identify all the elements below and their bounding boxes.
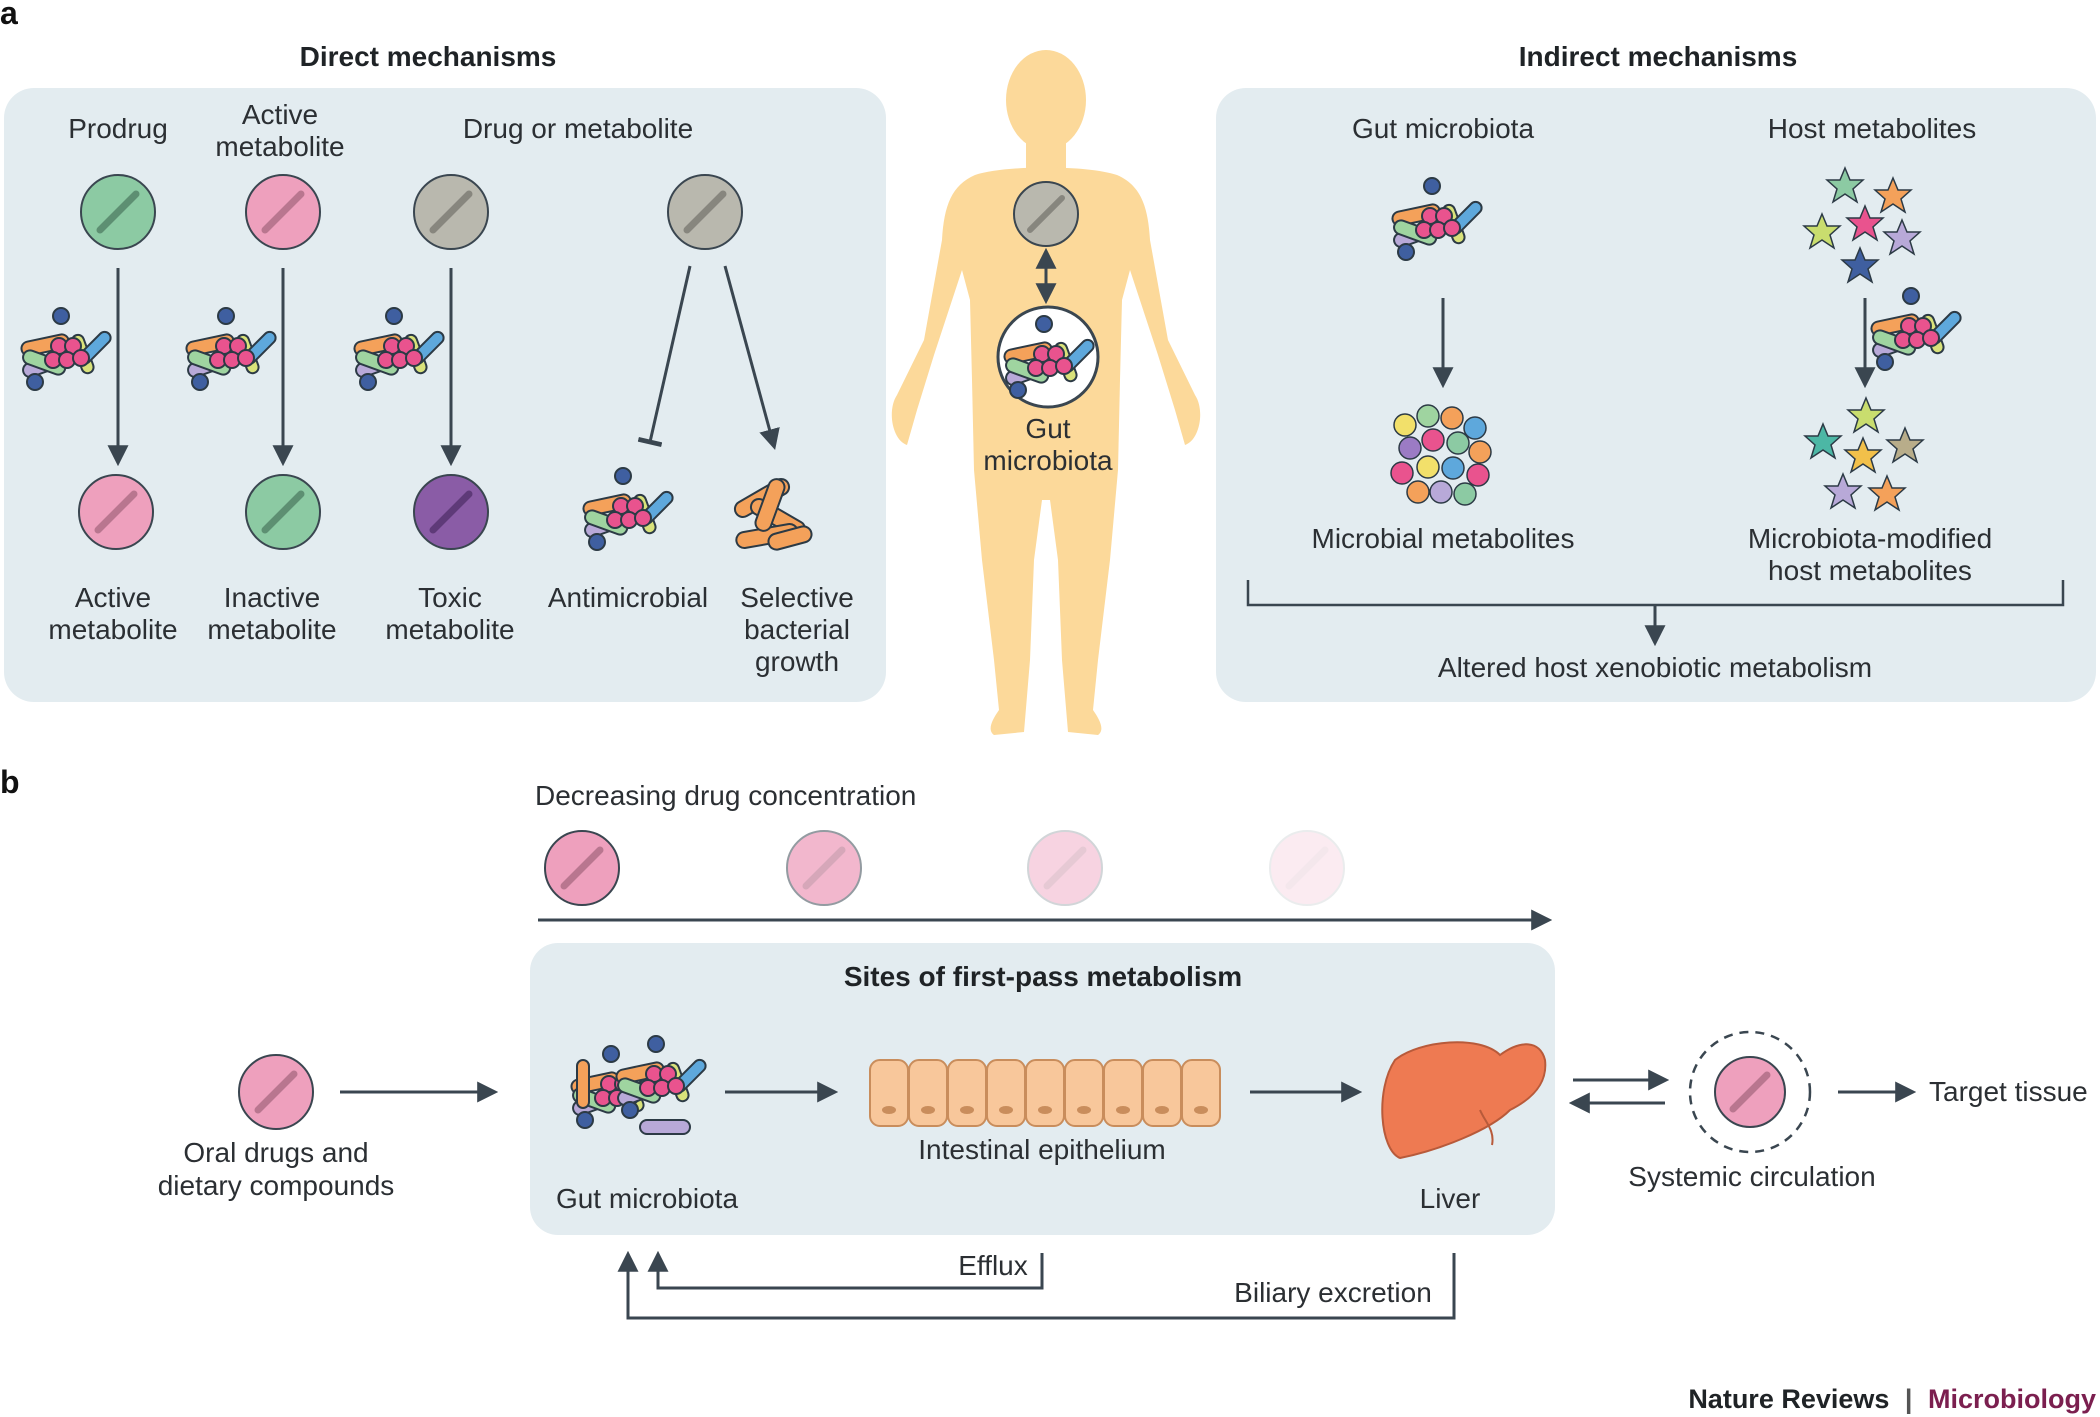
direct-mechanisms-panel bbox=[4, 88, 886, 702]
active-metabolite-bottom-line1: Active bbox=[75, 582, 151, 613]
active-metabolite-top-pill bbox=[245, 174, 321, 250]
drug-or-metabolite-label: Drug or metabolite bbox=[463, 113, 693, 144]
modified-host-line2: host metabolites bbox=[1768, 555, 1972, 586]
inactive-metabolite-pill bbox=[245, 474, 321, 550]
biliary-path bbox=[617, 1250, 1456, 1320]
active-metabolite-bottom-line2: metabolite bbox=[48, 614, 177, 645]
sites-title: Sites of first-pass metabolism bbox=[844, 961, 1242, 992]
active-metabolite-top-line1: Active bbox=[242, 99, 318, 130]
decreasing-concentration-label: Decreasing drug concentration bbox=[535, 780, 916, 811]
target-tissue-label: Target tissue bbox=[1929, 1076, 2088, 1107]
body-gut-label-line1: Gut bbox=[1025, 413, 1070, 444]
concentration-pill-4 bbox=[1269, 830, 1345, 906]
microbial-metabolites-label: Microbial metabolites bbox=[1312, 523, 1575, 554]
concentration-pill-2 bbox=[786, 830, 862, 906]
inactive-metabolite-line2: metabolite bbox=[207, 614, 336, 645]
panel-b-gut-microbiota-cluster bbox=[569, 1035, 710, 1135]
altered-metabolism-label: Altered host xenobiotic metabolism bbox=[1438, 652, 1872, 683]
liver-label: Liver bbox=[1420, 1183, 1481, 1214]
toxic-metabolite-line2: metabolite bbox=[385, 614, 514, 645]
selective-bacterial-growth-icon bbox=[733, 478, 813, 551]
active-metabolite-top-line2: metabolite bbox=[215, 131, 344, 162]
human-body-silhouette bbox=[891, 50, 1201, 735]
concentration-pill-3 bbox=[1027, 830, 1103, 906]
host-metabolites-label: Host metabolites bbox=[1768, 113, 1977, 144]
inhibit-antimicrobial bbox=[637, 265, 692, 447]
efflux-label: Efflux bbox=[958, 1250, 1028, 1281]
circulation-pill bbox=[1714, 1056, 1786, 1128]
toxic-metabolite-line1: Toxic bbox=[418, 582, 482, 613]
direct-mechanisms-title: Direct mechanisms bbox=[300, 41, 557, 72]
biliary-excretion-label: Biliary excretion bbox=[1234, 1277, 1432, 1308]
prodrug-pill bbox=[80, 174, 156, 250]
concentration-pill-1 bbox=[544, 830, 620, 906]
drug-pill-2 bbox=[667, 174, 743, 250]
selective-growth-line1: Selective bbox=[740, 582, 854, 613]
oral-drugs-line1: Oral drugs and bbox=[183, 1137, 368, 1168]
epithelium-label: Intestinal epithelium bbox=[918, 1134, 1165, 1165]
oral-drugs-line2: dietary compounds bbox=[158, 1170, 395, 1201]
selective-growth-line2: bacterial bbox=[744, 614, 850, 645]
panel-b-letter: b bbox=[0, 764, 20, 800]
body-gut-label-line2: microbiota bbox=[983, 445, 1113, 476]
circulation-ring bbox=[1688, 1030, 1812, 1154]
microbial-metabolites-icon bbox=[1390, 404, 1492, 506]
inactive-metabolite-line1: Inactive bbox=[224, 582, 321, 613]
modified-host-line1: Microbiota-modified bbox=[1748, 523, 1992, 554]
systemic-circulation-label: Systemic circulation bbox=[1628, 1161, 1875, 1192]
drug-pill-1 bbox=[413, 174, 489, 250]
journal-credit: Nature Reviews | Microbiology bbox=[1688, 1384, 2096, 1414]
indirect-mechanisms-title: Indirect mechanisms bbox=[1519, 41, 1798, 72]
antimicrobial-label: Antimicrobial bbox=[548, 582, 708, 613]
active-metabolite-bottom-pill bbox=[78, 474, 154, 550]
panel-a-letter: a bbox=[0, 0, 18, 31]
oral-drug-pill bbox=[238, 1054, 314, 1130]
panel-b-gut-microbiota-label: Gut microbiota bbox=[556, 1183, 738, 1214]
selective-growth-line3: growth bbox=[755, 646, 839, 677]
prodrug-label: Prodrug bbox=[68, 113, 168, 144]
arrow-selective-growth bbox=[723, 265, 780, 451]
liver-icon bbox=[1381, 1041, 1547, 1160]
intestinal-epithelium-cells bbox=[869, 1059, 1221, 1127]
efflux-path bbox=[647, 1250, 1044, 1290]
toxic-metabolite-pill bbox=[413, 474, 489, 550]
body-drug-pill bbox=[1013, 181, 1079, 247]
indirect-gut-microbiota-label: Gut microbiota bbox=[1352, 113, 1534, 144]
